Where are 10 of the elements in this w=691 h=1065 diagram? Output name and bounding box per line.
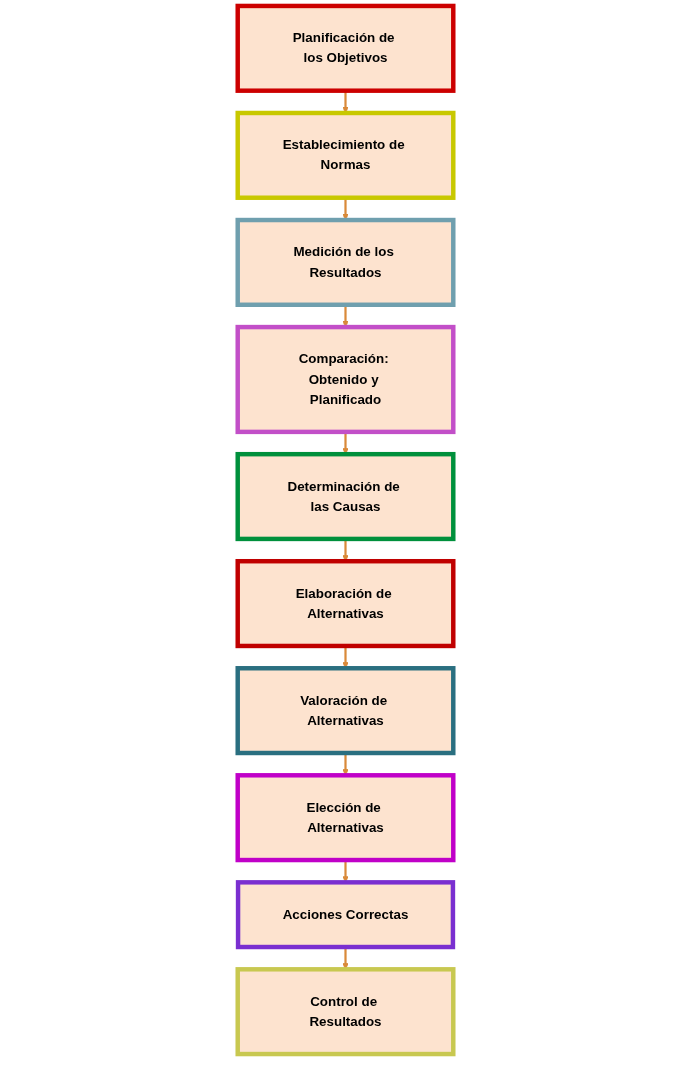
node-box: Planificación de los Objetivos xyxy=(235,3,456,93)
node-box: Elección de Alternativas xyxy=(235,773,456,863)
node-box: Comparación: Obtenido y Planificado xyxy=(235,324,456,435)
node-box: Establecimiento de Normas xyxy=(235,110,456,200)
node-box: Control de Resultados xyxy=(235,967,456,1057)
node-box: Valoración de Alternativas xyxy=(235,666,456,756)
node-box: Determinación de las Causas xyxy=(235,451,456,542)
node-box: Elaboración de Alternativas xyxy=(235,559,456,649)
node-box: Medición de los Resultados xyxy=(235,217,456,307)
node-box: Acciones Correctas xyxy=(235,880,456,950)
